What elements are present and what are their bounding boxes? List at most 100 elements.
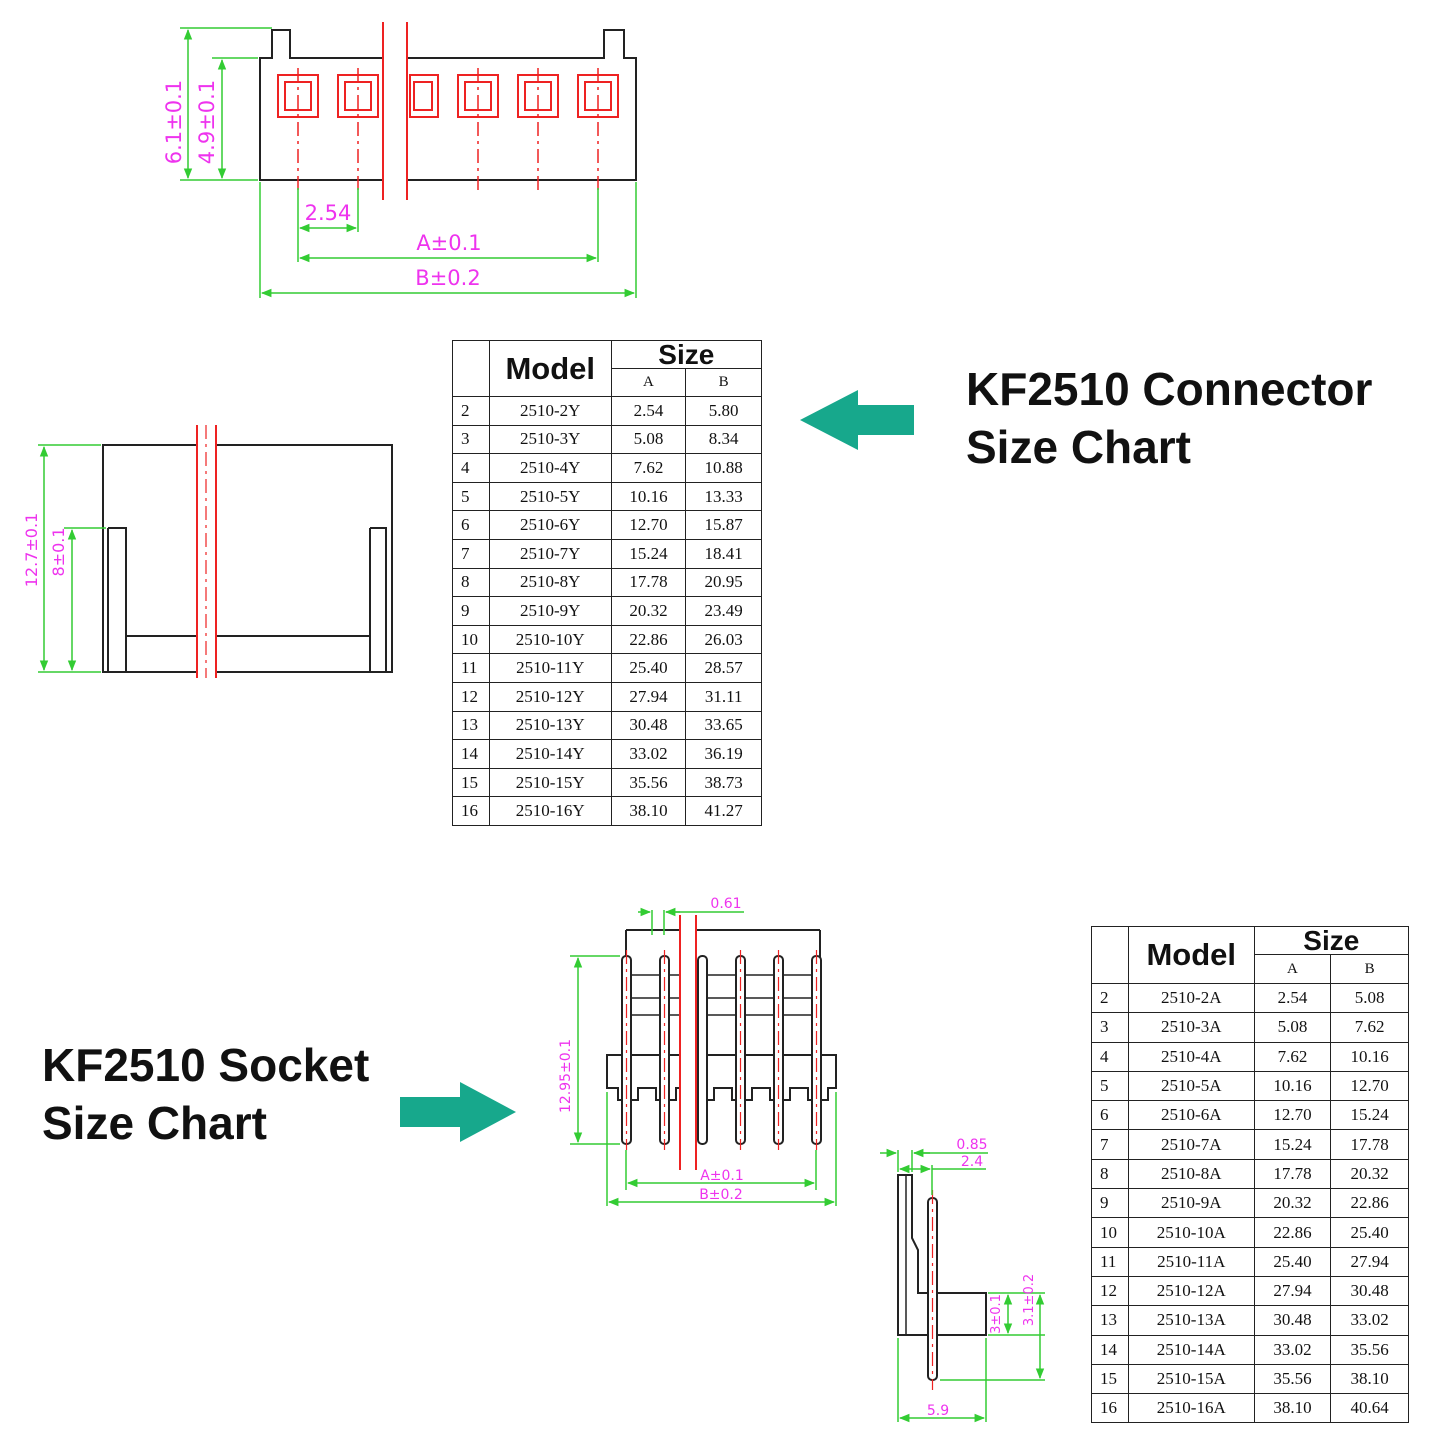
size-b-cell: 10.88: [685, 453, 762, 483]
col-a-header: A: [610, 368, 687, 397]
size-a-cell: 22.86: [610, 624, 687, 655]
size-a-cell: 17.78: [610, 567, 687, 598]
model-cell: 2510-8Y: [488, 567, 612, 598]
row-index: 2: [452, 396, 490, 426]
model-cell: 2510-2Y: [488, 396, 612, 426]
row-index: 5: [1091, 1070, 1129, 1102]
size-b-cell: 20.32: [1330, 1158, 1409, 1190]
size-a-cell: 25.40: [1253, 1246, 1332, 1277]
row-index: 2: [1091, 982, 1129, 1014]
row-index: 10: [1091, 1217, 1129, 1248]
connector-front-view: 6.1±0.1 4.9±0.1 2.54 A±0.1 B±0.2: [162, 20, 637, 298]
size-a-cell: 10.16: [610, 481, 687, 512]
socket-side-view: 0.85 2.4 3±0.1 3.1±0.2 5.9: [880, 1137, 1045, 1423]
socket-pin-width-label: 0.61: [710, 896, 741, 912]
model-cell: 2510-15A: [1127, 1363, 1255, 1395]
model-header: Model: [1127, 926, 1255, 984]
model-cell: 2510-2A: [1127, 982, 1255, 1014]
row-index: 4: [452, 453, 490, 483]
size-b-cell: 7.62: [1330, 1012, 1409, 1043]
size-a-cell: 17.78: [1253, 1158, 1332, 1190]
row-index: 15: [452, 767, 490, 798]
row-index: 7: [452, 538, 490, 569]
model-cell: 2510-6A: [1127, 1100, 1255, 1131]
model-cell: 2510-4A: [1127, 1041, 1255, 1072]
row-index: 6: [452, 510, 490, 540]
size-b-cell: 30.48: [1330, 1275, 1409, 1307]
socket-dim-b-label: B±0.2: [699, 1187, 743, 1203]
row-index: 13: [1091, 1305, 1129, 1336]
model-cell: 2510-11A: [1127, 1246, 1255, 1277]
row-index: 8: [1091, 1158, 1129, 1190]
row-index: 12: [1091, 1275, 1129, 1307]
row-index: 13: [452, 710, 490, 741]
size-a-cell: 12.70: [610, 510, 687, 540]
connector-side-view: 12.7±0.1 8±0.1: [22, 425, 393, 680]
connector-pitch-label: 2.54: [305, 201, 352, 225]
model-cell: 2510-16Y: [488, 796, 612, 826]
row-index: 14: [1091, 1334, 1129, 1365]
size-a-cell: 27.94: [1253, 1275, 1332, 1307]
size-a-cell: 33.02: [1253, 1334, 1332, 1365]
col-a-header: A: [1253, 954, 1332, 984]
model-cell: 2510-9Y: [488, 596, 612, 626]
size-b-cell: 35.56: [1330, 1334, 1409, 1365]
socket-side-h1-label: 3±0.1: [989, 1294, 1004, 1334]
row-index: 7: [1091, 1129, 1129, 1160]
size-b-cell: 15.24: [1330, 1100, 1409, 1131]
socket-height-label: 12.95±0.1: [558, 1039, 574, 1113]
size-a-cell: 5.08: [1253, 1012, 1332, 1043]
model-cell: 2510-5A: [1127, 1070, 1255, 1102]
size-b-cell: 13.33: [685, 481, 762, 512]
size-b-cell: 31.11: [685, 681, 762, 712]
row-index: 11: [1091, 1246, 1129, 1277]
size-a-cell: 7.62: [610, 453, 687, 483]
model-cell: 2510-6Y: [488, 510, 612, 540]
size-a-cell: 10.16: [1253, 1070, 1332, 1102]
size-a-cell: 5.08: [610, 424, 687, 455]
corner-cell: [1091, 926, 1129, 984]
row-index: 14: [452, 739, 490, 769]
connector-side-height-label: 12.7±0.1: [22, 513, 41, 587]
model-cell: 2510-11Y: [488, 653, 612, 683]
size-a-cell: 20.32: [610, 596, 687, 626]
row-index: 8: [452, 567, 490, 598]
size-a-cell: 15.24: [610, 538, 687, 569]
row-index: 9: [452, 596, 490, 626]
connector-title-line1: KF2510 Connector: [966, 363, 1373, 415]
model-cell: 2510-10Y: [488, 624, 612, 655]
model-cell: 2510-15Y: [488, 767, 612, 798]
model-cell: 2510-13Y: [488, 710, 612, 741]
model-header: Model: [488, 340, 612, 397]
size-b-cell: 28.57: [685, 653, 762, 683]
connector-arrow-icon: [800, 390, 914, 450]
size-a-cell: 35.56: [610, 767, 687, 798]
socket-side-top1-label: 0.85: [956, 1137, 987, 1153]
size-header: Size: [610, 340, 763, 369]
col-b-header: B: [685, 368, 762, 397]
connector-title: KF2510 Connector Size Chart: [966, 360, 1372, 476]
row-index: 16: [1091, 1393, 1129, 1424]
row-index: 11: [452, 653, 490, 683]
size-a-cell: 12.70: [1253, 1100, 1332, 1131]
size-b-cell: 17.78: [1330, 1129, 1409, 1160]
row-index: 16: [452, 796, 490, 826]
row-index: 12: [452, 681, 490, 712]
size-b-cell: 40.64: [1330, 1393, 1409, 1424]
